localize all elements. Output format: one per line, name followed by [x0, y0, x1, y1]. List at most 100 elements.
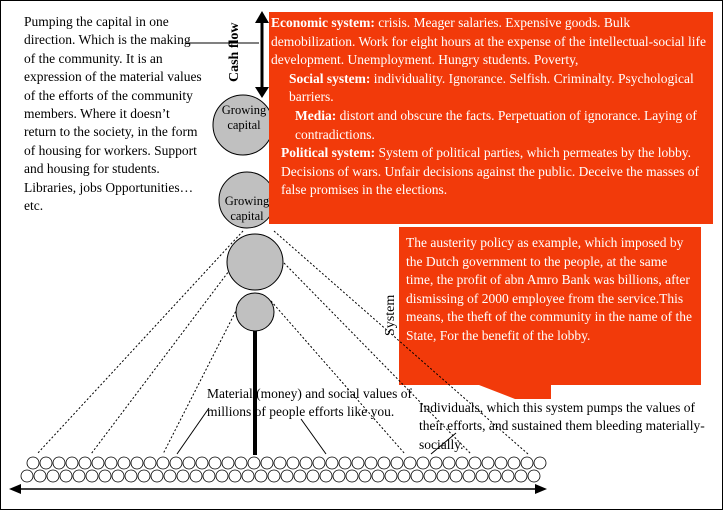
bottom-axis-left-head	[9, 484, 21, 494]
individual-circle	[377, 456, 391, 470]
growing-capital-label-2: Growing capital	[224, 194, 270, 223]
system-description-box	[269, 12, 713, 224]
economic-system-text: crisis. Meager salaries. Expensive goods…	[271, 15, 707, 68]
individual-circle	[423, 469, 437, 483]
individual-circle	[306, 469, 320, 483]
individual-circle	[462, 469, 476, 483]
individual-circle	[163, 469, 177, 483]
individual-circle	[358, 469, 372, 483]
austerity-callout-arrow	[399, 227, 701, 399]
individuals-circles	[20, 456, 547, 483]
austerity-text: The austerity policy as example, which i…	[406, 235, 693, 343]
individual-circle	[72, 469, 86, 483]
individual-circle	[189, 469, 203, 483]
individual-circle	[46, 469, 60, 483]
individual-circle	[312, 456, 326, 470]
media-text: distort and obscure the facts. Perpetuat…	[295, 107, 697, 142]
individual-circle	[117, 456, 131, 470]
individual-circle	[169, 456, 183, 470]
individual-circle	[436, 469, 450, 483]
individual-circle	[202, 469, 216, 483]
individual-circle	[156, 456, 170, 470]
individual-circle	[514, 469, 528, 483]
individual-circle	[182, 456, 196, 470]
cash-flow-label: Cash flow	[227, 22, 242, 82]
system-description-text: Economic system: crisis. Meager salaries…	[271, 14, 709, 200]
individual-circle	[137, 469, 151, 483]
media-label: Media:	[295, 107, 337, 123]
individual-circle	[429, 456, 443, 470]
individual-circle	[280, 469, 294, 483]
individual-circle	[260, 456, 274, 470]
individual-circle	[176, 469, 190, 483]
individual-circle	[150, 469, 164, 483]
individual-circle	[507, 456, 521, 470]
individual-circle	[475, 469, 489, 483]
individual-circle	[39, 456, 53, 470]
individual-circle	[247, 456, 261, 470]
individual-circle	[319, 469, 333, 483]
political-system-paragraph: Political system: System of political pa…	[271, 144, 709, 200]
individual-circle	[208, 456, 222, 470]
political-system-label: Political system:	[281, 145, 376, 161]
individual-circle	[124, 469, 138, 483]
callout-lines	[176, 385, 457, 455]
individual-circle	[299, 456, 313, 470]
individual-circle	[215, 469, 229, 483]
individual-circle	[33, 469, 47, 483]
individual-circle	[410, 469, 424, 483]
individual-circle	[338, 456, 352, 470]
individual-circle	[286, 456, 300, 470]
individual-circle	[488, 469, 502, 483]
individual-circle	[254, 469, 268, 483]
individual-circle	[390, 456, 404, 470]
media-paragraph: Media: distort and obscure the facts. Pe…	[271, 107, 709, 144]
individual-circle	[481, 456, 495, 470]
individual-circle	[20, 469, 34, 483]
individual-circle	[221, 456, 235, 470]
individual-circle	[234, 456, 248, 470]
social-system-label: Social system:	[289, 70, 371, 86]
individual-circle	[416, 456, 430, 470]
individual-circle	[130, 456, 144, 470]
individual-circle	[501, 469, 515, 483]
individual-circle	[241, 469, 255, 483]
individual-circle	[494, 456, 508, 470]
system-label: System	[383, 294, 398, 336]
capital-circle-4	[235, 292, 275, 332]
cash-flow-arrow-head	[255, 11, 269, 23]
individual-circle	[520, 456, 534, 470]
individual-circle	[143, 456, 157, 470]
cash-flow-arrow-tail	[255, 87, 269, 98]
individual-circle	[91, 456, 105, 470]
individual-circle	[403, 456, 417, 470]
material-values-text: Material (money) and social values of mi…	[207, 386, 413, 420]
political-system-text: System of political parties, which perme…	[281, 145, 700, 198]
individual-circle	[65, 456, 79, 470]
individual-circle	[195, 456, 209, 470]
individual-circle	[267, 469, 281, 483]
individual-circle	[345, 469, 359, 483]
individual-circle	[371, 469, 385, 483]
individual-circle	[527, 469, 541, 483]
individual-circle	[332, 469, 346, 483]
individual-circle	[364, 456, 378, 470]
individual-circle	[111, 469, 125, 483]
funnel-dotted-lines	[36, 230, 529, 455]
individual-circle	[228, 469, 242, 483]
individual-circle	[533, 456, 547, 470]
individual-circle	[449, 469, 463, 483]
individual-circle	[442, 456, 456, 470]
individual-circle	[59, 469, 73, 483]
social-system-text: individuality. Ignorance. Selfish. Crimi…	[289, 70, 694, 105]
capital-circles	[212, 94, 284, 332]
individual-circle	[52, 456, 66, 470]
individual-circle	[468, 456, 482, 470]
capital-circle-3	[226, 233, 284, 291]
individual-circle	[397, 469, 411, 483]
individuals-text: Individuals, which this system pumps the…	[419, 400, 705, 452]
individual-circle	[78, 456, 92, 470]
individual-circle	[351, 456, 365, 470]
individual-circle	[325, 456, 339, 470]
